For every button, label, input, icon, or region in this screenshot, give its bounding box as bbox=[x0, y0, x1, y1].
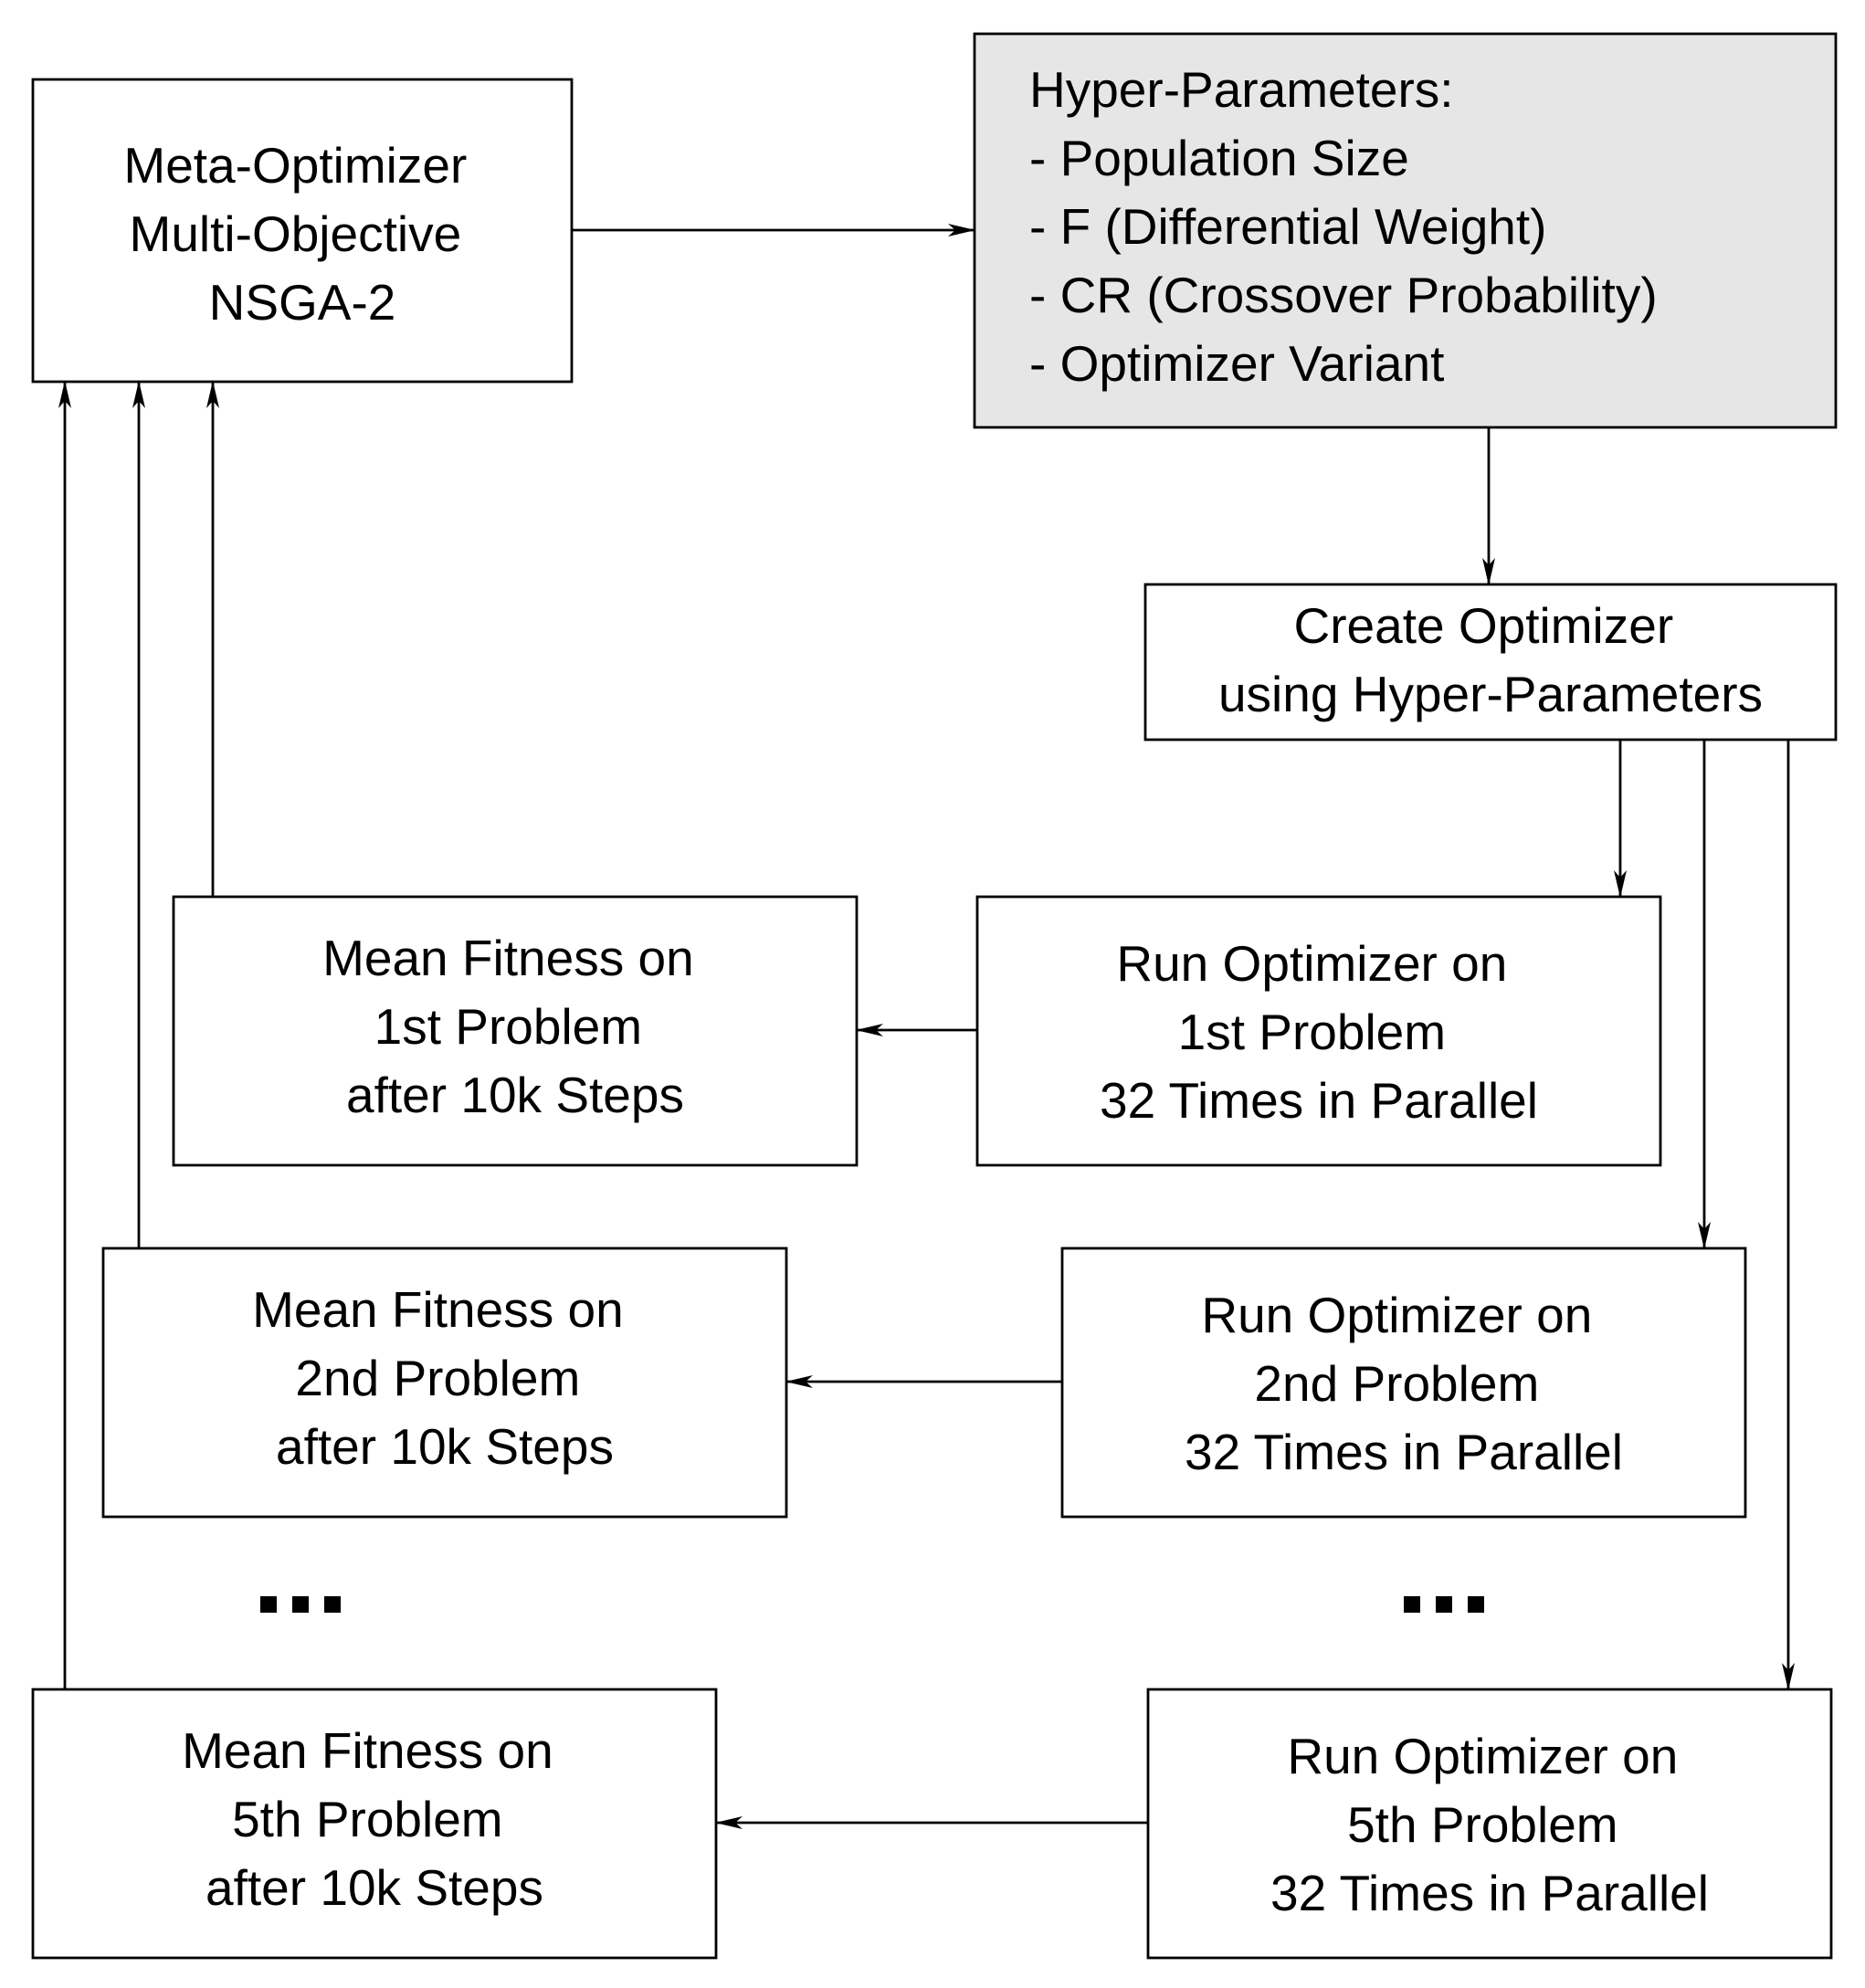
run-optimizer-1st-box bbox=[975, 895, 1662, 1167]
run-optimizer-1st-label: Run Optimizer on 1st Problem 32 Times in… bbox=[1100, 935, 1538, 1129]
run-optimizer-2nd-label: Run Optimizer on 2nd Problem 32 Times in… bbox=[1185, 1287, 1623, 1480]
mean-fitness-5th-box bbox=[31, 1688, 718, 1960]
meta-optimizer-label: Meta-Optimizer Multi-Objective NSGA-2 bbox=[123, 137, 480, 331]
create-optimizer-label: Create Optimizer using Hyper-Parameters bbox=[1218, 597, 1763, 722]
mean-fitness-1st-box bbox=[172, 895, 859, 1167]
mean-fitness-1st-label: Mean Fitness on 1st Problem after 10k St… bbox=[322, 930, 708, 1123]
ellipsis-left bbox=[260, 1596, 341, 1613]
meta-optimizer-box bbox=[31, 78, 574, 384]
mean-fitness-5th-label: Mean Fitness on 5th Problem after 10k St… bbox=[182, 1722, 567, 1916]
run-optimizer-2nd-box bbox=[1060, 1246, 1747, 1519]
ellipsis-right bbox=[1404, 1596, 1484, 1613]
mean-fitness-2nd-box bbox=[101, 1246, 788, 1519]
hyper-parameters-label: Hyper-Parameters: - Population Size - F … bbox=[1029, 61, 1671, 392]
mean-fitness-2nd-label: Mean Fitness on 2nd Problem after 10k St… bbox=[252, 1281, 637, 1475]
hyper-parameters-box bbox=[973, 32, 1838, 429]
run-optimizer-5th-label: Run Optimizer on 5th Problem 32 Times in… bbox=[1270, 1728, 1709, 1921]
run-optimizer-5th-box bbox=[1146, 1688, 1833, 1960]
